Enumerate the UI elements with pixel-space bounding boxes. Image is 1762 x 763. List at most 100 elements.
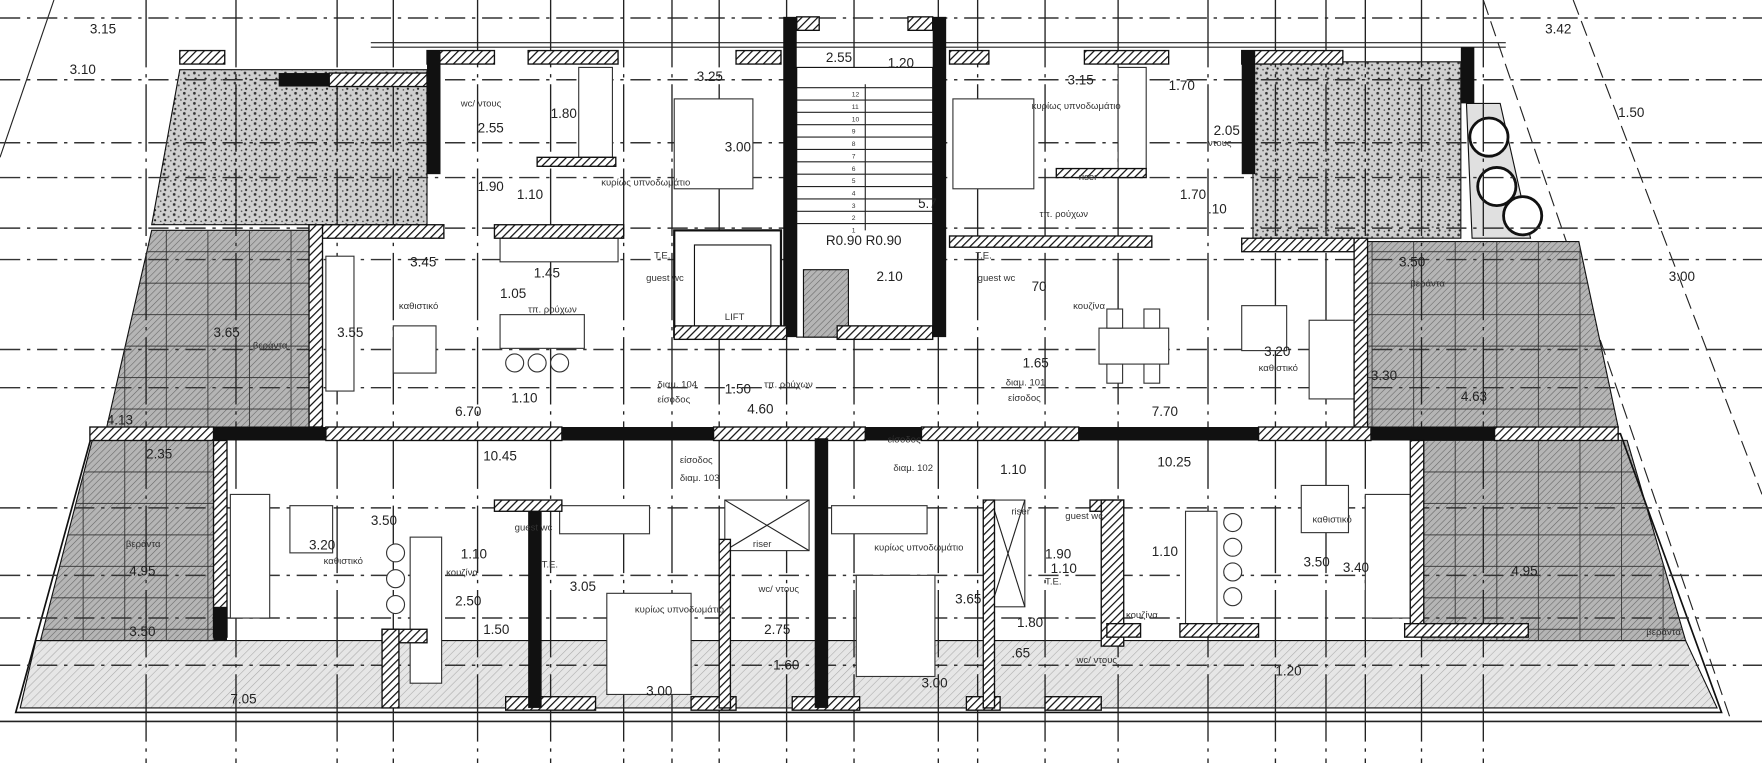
- wall: [213, 606, 227, 641]
- dimension-label: 2.75: [764, 622, 790, 637]
- gravel-area-left: [151, 69, 428, 226]
- stair-step-number: 12: [852, 92, 860, 99]
- stair-step-number: 9: [852, 129, 856, 136]
- dimension-label: 1.20: [888, 55, 914, 70]
- dimension-label: 4.63: [1461, 389, 1487, 404]
- dimension-label: 1.20: [1275, 663, 1301, 678]
- room-label: T.E.: [975, 250, 991, 261]
- dimension-label: 1.10: [517, 187, 543, 202]
- sofa: [229, 493, 271, 619]
- dimension-label: 1.10: [511, 390, 537, 405]
- wall: [505, 696, 597, 711]
- dimension-label: 1.05: [500, 286, 526, 301]
- dimension-label: 5.7: [918, 196, 937, 211]
- dimension-label: 4.13: [107, 413, 133, 428]
- kitchen-island: [499, 314, 585, 349]
- wall: [89, 426, 215, 442]
- sofa: [1308, 319, 1355, 400]
- dimension-label: 10.45: [483, 449, 517, 464]
- dimension-label: 1.10: [1152, 544, 1178, 559]
- dimension-label: 1.10: [461, 546, 487, 561]
- wall: [1241, 237, 1366, 253]
- dimension-label: 3.10: [70, 62, 96, 77]
- dimension-label: 3.65: [214, 325, 240, 340]
- dimension-label: 3.00: [921, 676, 947, 691]
- dimension-label: 3.55: [337, 325, 363, 340]
- wardrobe: [830, 505, 928, 535]
- dimension-label: 1.45: [534, 266, 560, 281]
- room-label: LIFT: [725, 312, 745, 323]
- room-label: είσοδος: [680, 455, 713, 466]
- stair-step-number: 1: [852, 228, 856, 235]
- gravel-area-right: [1252, 61, 1462, 239]
- dimension-label: 2.50: [455, 594, 481, 609]
- dimension-label: 3.50: [371, 513, 397, 528]
- room-label: riser: [753, 539, 772, 550]
- room-label: τπ. ρούχων: [764, 380, 813, 391]
- wall: [1403, 622, 1529, 638]
- wall: [907, 16, 934, 32]
- wall: [1179, 622, 1260, 638]
- room-label: είσοδος: [1008, 393, 1041, 404]
- room-label: κυρίως υπνοδωμάτιο: [874, 543, 963, 554]
- wall: [536, 156, 617, 167]
- dimension-label: 6.70: [455, 404, 481, 419]
- wall: [1100, 499, 1125, 647]
- dimension-label: 1.50: [725, 381, 751, 396]
- bed: [855, 574, 936, 678]
- dimension-label: 1.65: [1023, 355, 1049, 370]
- dimension-label: 3.05: [570, 579, 596, 594]
- wall: [712, 426, 866, 442]
- dimension-label: 2.55: [826, 50, 852, 65]
- dimension-label: 10.25: [1157, 454, 1191, 469]
- wall: [836, 325, 934, 341]
- room-label: καθιστικό: [1259, 363, 1298, 374]
- wall: [1370, 427, 1495, 441]
- bed: [673, 98, 754, 190]
- room-label: τπ. ρούχων: [1039, 209, 1088, 220]
- dimension-label: 3.25: [697, 69, 723, 84]
- wall: [948, 49, 990, 65]
- room-label: wc/ ντους: [1076, 655, 1118, 666]
- wall: [865, 427, 922, 441]
- bed: [606, 592, 692, 696]
- room-label: T.E.: [1045, 576, 1061, 587]
- dimension-label: 1.50: [483, 622, 509, 637]
- dimension-label: 1.90: [478, 179, 504, 194]
- coffee-table: [392, 325, 437, 374]
- dimension-label: 3.00: [1669, 269, 1695, 284]
- wall: [948, 235, 1153, 248]
- dimension-label: 2.55: [478, 121, 504, 136]
- wall: [213, 427, 326, 441]
- wall: [328, 72, 428, 88]
- stair-step-number: 5: [852, 178, 856, 185]
- room-label: διαμ. 102: [893, 463, 933, 474]
- dimension-label: 3.15: [1068, 72, 1094, 87]
- coffee-table: [289, 505, 334, 554]
- dimension-label: 1.80: [551, 106, 577, 121]
- dimension-label: 1.60: [773, 658, 799, 673]
- wall: [561, 427, 720, 441]
- dimension-label: 3.00: [725, 140, 751, 155]
- dimension-label: 3.40: [1343, 560, 1369, 575]
- lift-shaft: [673, 229, 849, 339]
- wall: [1106, 622, 1142, 638]
- room-label: κυρίως υπνοδωμάτιο: [635, 604, 724, 615]
- room-label: κουζίνα: [1073, 301, 1105, 312]
- room-label: είσοδος: [657, 394, 690, 405]
- room-label: καθιστικό: [324, 556, 363, 567]
- dimension-label: 1.70: [1169, 78, 1195, 93]
- dimension-label: .10: [1208, 202, 1227, 217]
- room-label: τπ. ρούχων: [528, 304, 577, 315]
- wall: [493, 499, 563, 512]
- dimension-label: 2.10: [877, 269, 903, 284]
- dimension-label: 4.95: [1511, 563, 1537, 578]
- stair-step-number: 4: [852, 191, 856, 198]
- wall: [735, 49, 782, 65]
- dimension-label: .65: [1011, 645, 1030, 660]
- wall: [814, 438, 829, 708]
- room-label: guest wc: [978, 273, 1016, 284]
- room-label: καθιστικό: [1313, 515, 1352, 526]
- room-label: διαμ. 101: [1006, 377, 1046, 388]
- stair-step-number: 10: [852, 116, 860, 123]
